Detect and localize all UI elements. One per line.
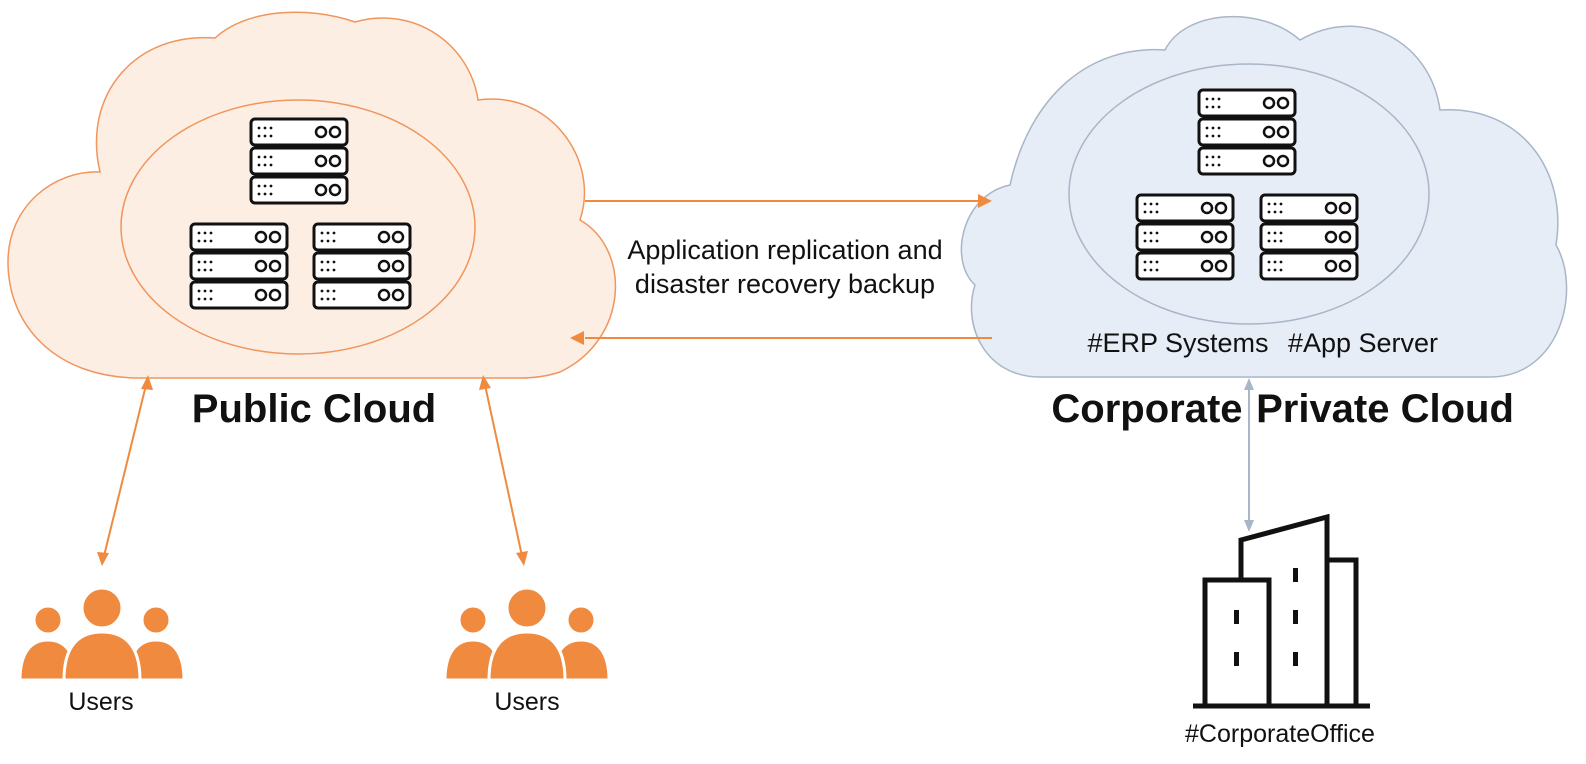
arrowhead-icon [978,194,992,208]
building-windows [1234,568,1298,666]
server-stack-icon [1199,90,1295,174]
app-server-tag: #App Server [1288,328,1438,358]
building-icon [1193,513,1370,709]
corporate-office-label: #CorporateOffice [1185,720,1375,748]
office-connector [1244,378,1254,532]
users-label: Users [494,688,559,716]
users-icon [443,586,611,682]
users-icon [18,586,186,682]
user-group-2: Users [443,586,611,716]
server-stack-icon [191,224,287,308]
user-link-left [103,384,147,557]
arrowhead-icon [479,375,491,390]
private-cloud-inner-ring [1068,63,1430,325]
arrowhead-icon [516,551,528,566]
arrowhead-icon [141,375,153,390]
server-stack-icon [251,119,347,203]
user-link-right [484,384,523,557]
replication-connector: Application replication and disaster rec… [570,194,992,345]
private-cloud-label-part2: Private Cloud [1256,387,1514,431]
server-stack-icon [314,224,410,308]
arrowhead-icon [1244,520,1254,532]
server-stack-icon [1137,195,1233,279]
arrowhead-icon [97,552,109,566]
server-stack-icon [1261,195,1357,279]
corporate-office: #CorporateOffice [1185,513,1375,748]
replication-label-line1: Application replication and [627,235,942,265]
private-cloud: #ERP Systems #App Server Corporate Priva… [960,15,1568,431]
user-connectors [97,375,528,566]
arrowhead-icon [570,331,584,345]
public-cloud: Public Cloud [7,11,617,431]
public-cloud-label: Public Cloud [192,387,436,431]
private-cloud-label-part1: Corporate [1051,387,1242,431]
public-cloud-inner-ring [120,99,476,355]
replication-label-line2: disaster recovery backup [635,269,935,299]
users-label: Users [68,688,133,716]
arrowhead-icon [1244,378,1254,390]
erp-systems-tag: #ERP Systems [1087,328,1268,358]
user-group-1: Users [18,586,186,716]
